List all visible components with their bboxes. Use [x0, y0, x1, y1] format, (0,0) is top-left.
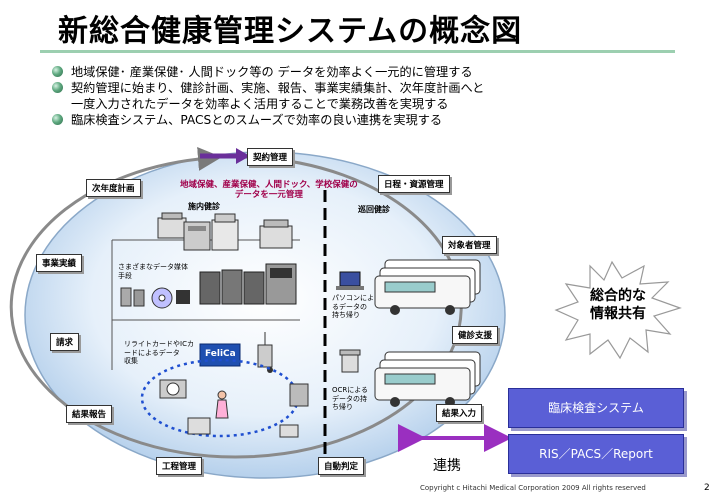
- mainframe-icon: [265, 263, 297, 305]
- felica-reader-icon: [199, 343, 241, 367]
- bullet-text: 臨床検査システム、PACSとのスムーズで効率の良い連携を実現する: [71, 113, 443, 127]
- pc-terminal-icon: [187, 417, 299, 438]
- result-report-label: 結果報告: [66, 405, 113, 423]
- patient-icon: [215, 390, 229, 419]
- cycle-ellipse: [24, 151, 506, 479]
- page-title: 新総合健康管理システムの概念図: [58, 14, 523, 49]
- shared-info-text: 総合的な 情報共有: [590, 288, 646, 322]
- center-description: 地域保健、産業保健、人間ドック、学校保健の データを一元管理: [180, 180, 358, 200]
- schedule-resource-label: 日程・資源管理: [378, 175, 450, 193]
- bullet-text-continued: 一度入力されたデータを効率よく活用することで業務改善を実現する: [71, 97, 449, 111]
- media-note: さまざまなデータ媒体 手段: [118, 263, 188, 280]
- handheld-device-icon: [120, 287, 145, 307]
- contract-label: 契約管理: [247, 148, 294, 166]
- business-results-label: 事業実績: [36, 254, 83, 272]
- printer-icon: [157, 212, 187, 239]
- page-number: 2: [704, 483, 710, 493]
- bullet-text: 地域保健･ 産業保健･ 人間ドック等の データを効率よく一元的に管理する: [71, 65, 473, 79]
- laptop-icon: [336, 271, 364, 290]
- server-stack-icon: [199, 269, 265, 305]
- bullet-icon: [52, 66, 63, 77]
- floppy-icon: [176, 290, 190, 304]
- copyright-footer: Copyright c Hitachi Medical Corporation …: [420, 484, 646, 492]
- bullet-item: 地域保健･ 産業保健･ 人間ドック等の データを効率よく一元的に管理する: [52, 64, 484, 80]
- exam-machine-icon: [159, 379, 187, 399]
- bullet-item: 臨床検査システム、PACSとのスムーズで効率の良い連携を実現する: [52, 112, 484, 128]
- mark-reader-icon: [259, 219, 293, 249]
- link-label: 連携: [433, 458, 461, 474]
- disk-icon: [151, 287, 173, 309]
- ris-pacs-box: RIS／PACS／Report: [508, 434, 684, 474]
- bullet-text: 契約管理に始まり、健診計画、実施、報告、事業実績集計、次年度計画へと: [71, 81, 485, 95]
- lab-system-box: 臨床検査システム: [508, 388, 684, 428]
- bullet-icon: [52, 114, 63, 125]
- bus-icon: [374, 259, 481, 315]
- bus-icon: [374, 351, 481, 407]
- next-year-plan-label: 次年度計画: [86, 179, 141, 197]
- bullet-list: 地域保健･ 産業保健･ 人間ドック等の データを効率よく一元的に管理する 契約管…: [52, 64, 484, 128]
- ocr-scanner-icon: [339, 349, 361, 373]
- exam-support-label: 健診支援: [452, 326, 499, 344]
- process-management-label: 工程管理: [156, 457, 203, 475]
- title-underline: [40, 50, 675, 53]
- subject-management-label: 対象者管理: [442, 236, 497, 254]
- tour-exam-label: 巡回健診: [358, 205, 390, 214]
- scanner-icon: [211, 213, 239, 251]
- in-house-exam-label: 施内健診: [188, 202, 220, 211]
- auto-judgment-label: 自動判定: [318, 457, 365, 475]
- felica-note: リライトカードやICカ ードによるデータ 収集: [124, 340, 194, 365]
- billing-label: 請求: [50, 333, 80, 351]
- bullet-item: 契約管理に始まり、健診計画、実施、報告、事業実績集計、次年度計画へと: [52, 80, 484, 96]
- felica-logo: FeliCa: [205, 349, 236, 359]
- measuring-device-icon: [289, 383, 309, 407]
- cycle-arrow: [9, 146, 463, 459]
- pc-note: パソコンによ るデータの 持ち帰り: [332, 294, 374, 319]
- ocr-note: OCRによる データの持 ち帰り: [332, 386, 369, 411]
- shared-info-starburst: [554, 260, 682, 360]
- result-input-label: 結果入力: [436, 404, 483, 422]
- bullet-icon: [52, 82, 63, 93]
- copier-icon: [183, 221, 211, 251]
